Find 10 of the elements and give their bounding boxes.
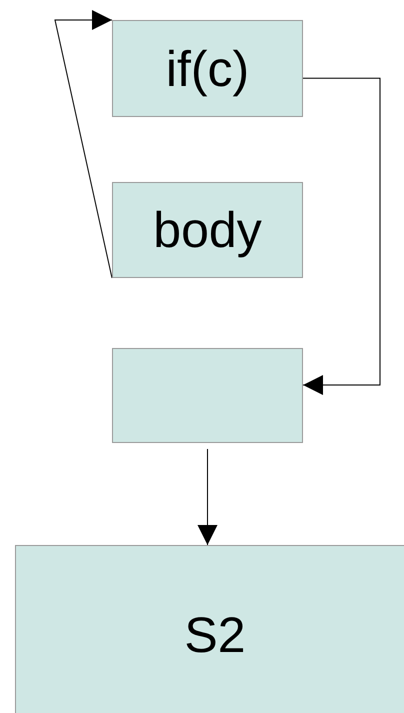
box-label: body (153, 201, 262, 259)
arrow (302, 78, 380, 396)
process-box (15, 545, 404, 713)
box-label: S2 (184, 606, 246, 664)
process-box (112, 20, 303, 117)
empty-box (112, 348, 303, 443)
arrow (198, 448, 218, 546)
process-box (112, 182, 303, 278)
box-label: if(c) (166, 40, 250, 98)
arrow (54, 10, 112, 278)
